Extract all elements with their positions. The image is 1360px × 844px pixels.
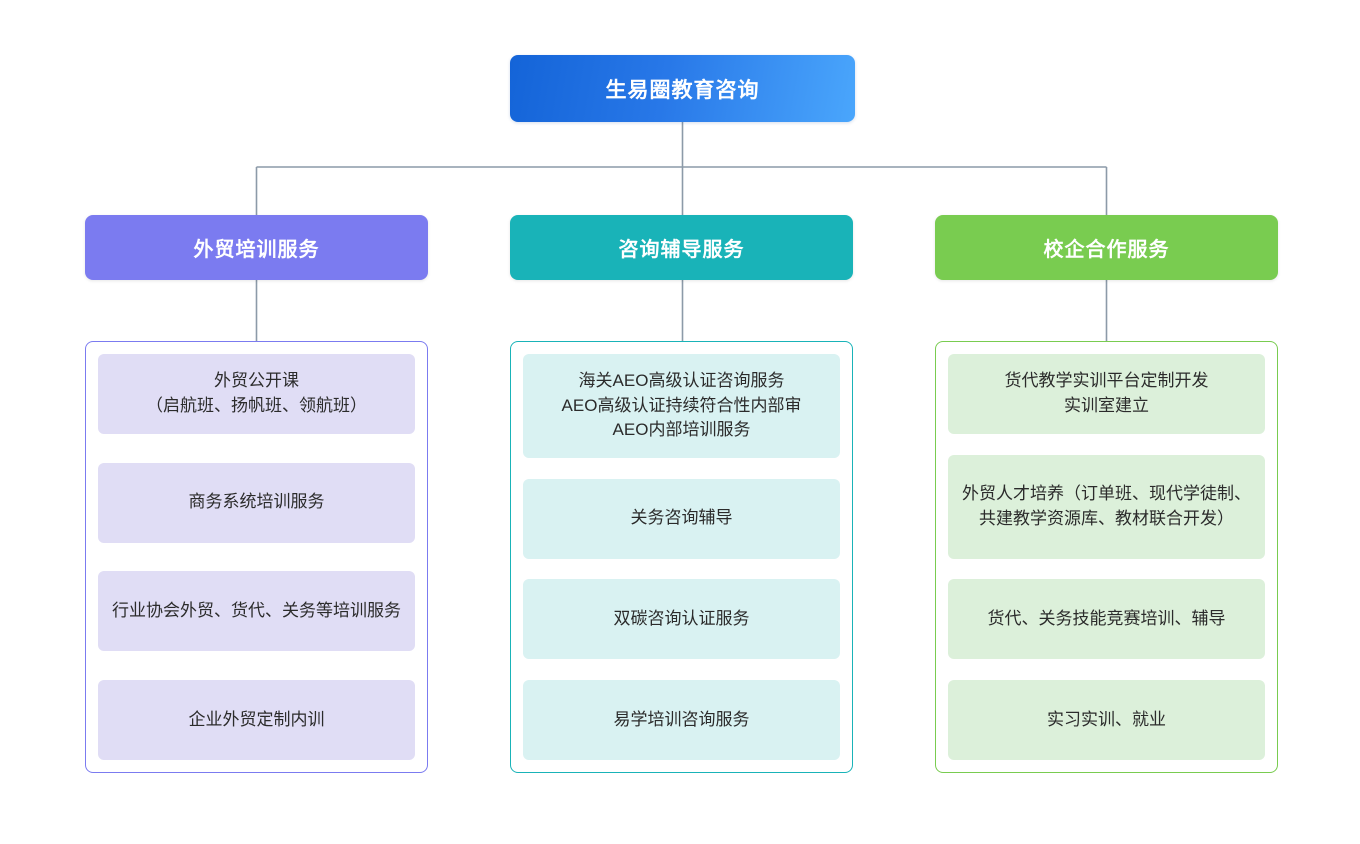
service-item[interactable]: 实习实训、就业	[948, 679, 1265, 760]
branch-column-waimao-peixun: 外贸培训服务 外贸公开课 （启航班、扬帆班、领航班） 商务系统培训服务 行业协会…	[85, 215, 428, 773]
service-item[interactable]: 外贸人才培养（订单班、现代学徒制、共建教学资源库、教材联合开发）	[948, 454, 1265, 559]
category-header-0[interactable]: 外贸培训服务	[85, 215, 428, 280]
service-item[interactable]: 货代教学实训平台定制开发 实训室建立	[948, 354, 1265, 434]
group-box-2: 货代教学实训平台定制开发 实训室建立 外贸人才培养（订单班、现代学徒制、共建教学…	[935, 341, 1278, 773]
group-box-0: 外贸公开课 （启航班、扬帆班、领航班） 商务系统培训服务 行业协会外贸、货代、关…	[85, 341, 428, 773]
group-box-1: 海关AEO高级认证咨询服务 AEO高级认证持续符合性内部审 AEO内部培训服务 …	[510, 341, 853, 773]
service-item[interactable]: 商务系统培训服务	[98, 462, 415, 543]
service-item[interactable]: 货代、关务技能竞赛培训、辅导	[948, 579, 1265, 660]
service-item[interactable]: 双碳咨询认证服务	[523, 579, 840, 660]
category-header-1[interactable]: 咨询辅导服务	[510, 215, 853, 280]
branch-column-xiaoqi-hezuo: 校企合作服务 货代教学实训平台定制开发 实训室建立 外贸人才培养（订单班、现代学…	[935, 215, 1278, 773]
service-item[interactable]: 易学培训咨询服务	[523, 679, 840, 760]
branch-column-zixun-fudao: 咨询辅导服务 海关AEO高级认证咨询服务 AEO高级认证持续符合性内部审 AEO…	[510, 215, 853, 773]
category-header-2[interactable]: 校企合作服务	[935, 215, 1278, 280]
service-item[interactable]: 关务咨询辅导	[523, 478, 840, 559]
service-item[interactable]: 企业外贸定制内训	[98, 679, 415, 760]
service-item[interactable]: 海关AEO高级认证咨询服务 AEO高级认证持续符合性内部审 AEO内部培训服务	[523, 354, 840, 458]
service-item[interactable]: 外贸公开课 （启航班、扬帆班、领航班）	[98, 354, 415, 434]
service-item[interactable]: 行业协会外贸、货代、关务等培训服务	[98, 571, 415, 652]
root-node[interactable]: 生易圈教育咨询	[510, 55, 855, 122]
